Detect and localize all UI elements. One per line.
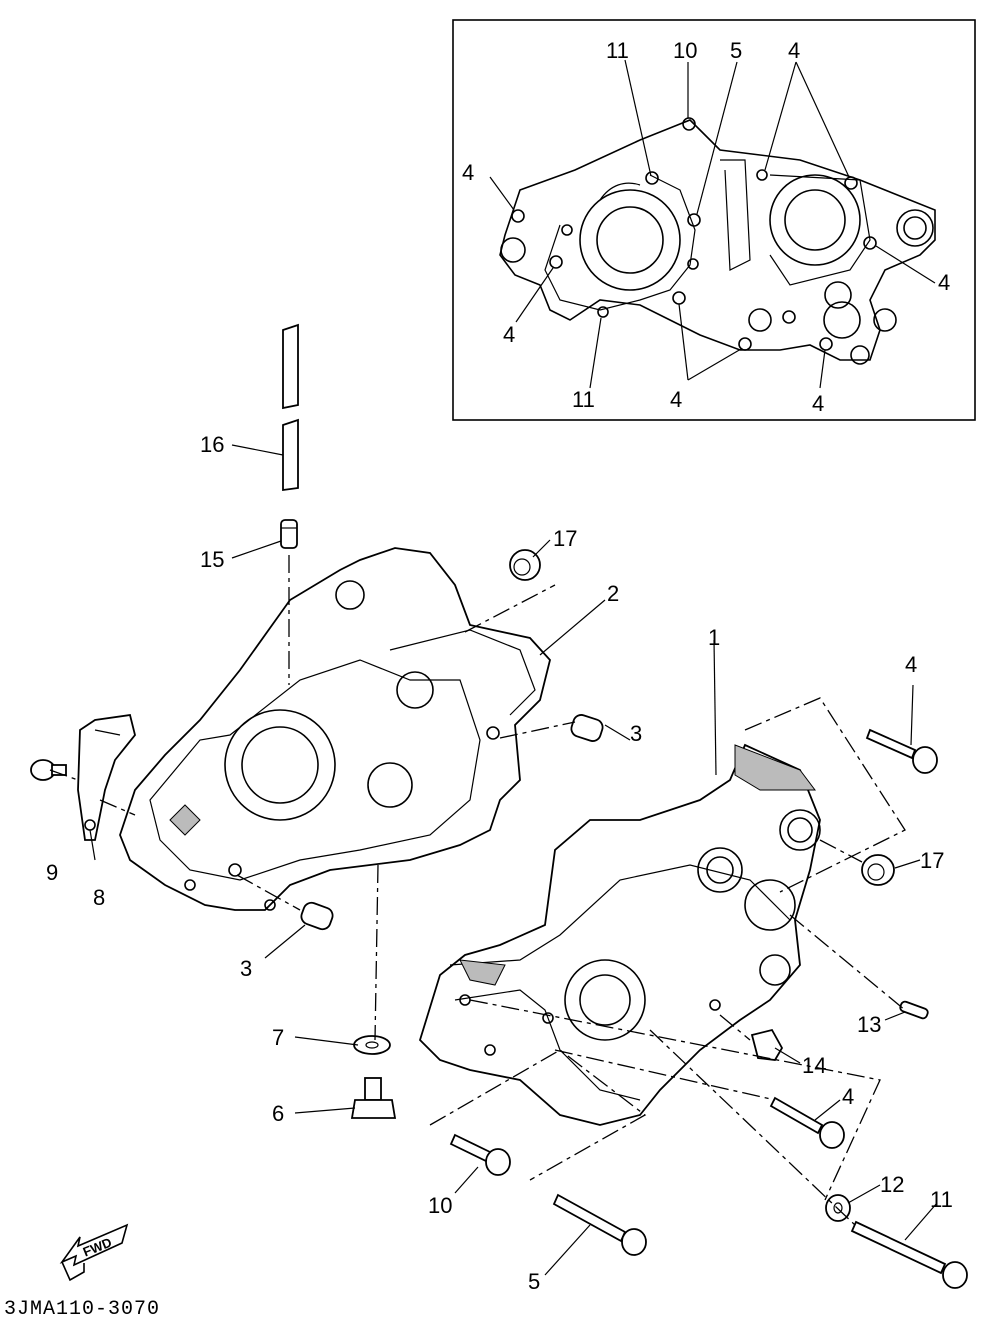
- inset-left-bearing-bore: [579, 189, 681, 291]
- label-6: 6: [272, 1101, 284, 1126]
- label-15: 15: [200, 547, 224, 572]
- label-3-left: 3: [240, 956, 252, 981]
- inset-right-bearing-bore: [769, 174, 861, 266]
- inset-detail: 11 10 5 4 4 4 4 11 4 4: [452, 19, 976, 421]
- inset-label-11-bottom: 11: [572, 387, 595, 412]
- inset-label-4-top: 4: [788, 38, 800, 63]
- diagram-code: 3JMA110-3070: [4, 1298, 160, 1321]
- label-8: 8: [93, 885, 105, 910]
- label-16: 16: [200, 432, 224, 457]
- label-11: 11: [930, 1187, 953, 1212]
- inset-label-4-left-bottom: 4: [503, 322, 515, 347]
- right-crankcase-half: [418, 743, 821, 1126]
- inset-label-4-bottom-mid: 4: [670, 387, 682, 412]
- inset-frame: [452, 19, 976, 421]
- inset-label-4-left-top: 4: [462, 160, 474, 185]
- label-17-right: 17: [920, 848, 944, 873]
- forward-arrow-icon: FWD: [59, 1223, 129, 1282]
- bolt-part-4-right-top: [865, 728, 938, 774]
- label-9: 9: [46, 860, 58, 885]
- pipe-part-16: [282, 323, 299, 492]
- nipple-part-15: [280, 519, 298, 549]
- label-5: 5: [528, 1269, 540, 1294]
- bolt-part-10: [449, 1133, 511, 1176]
- label-13: 13: [857, 1012, 881, 1037]
- inset-label-4-bottom-right: 4: [812, 391, 824, 416]
- oil-seal-part-17-top: [509, 549, 541, 581]
- stopper-part-14: [750, 1028, 784, 1061]
- label-leaders: [89, 444, 938, 1276]
- label-1: 1: [708, 625, 720, 650]
- label-17-top: 17: [553, 526, 577, 551]
- label-3-right: 3: [630, 721, 642, 746]
- inset-leaders: [489, 59, 936, 389]
- pin-part-13: [899, 1000, 929, 1020]
- label-4-right-top: 4: [905, 652, 917, 677]
- assembly-centerlines: [49, 555, 906, 1226]
- bolt-part-9: [30, 759, 67, 781]
- label-4-bottom: 4: [842, 1084, 854, 1109]
- inset-label-4-right: 4: [938, 270, 950, 295]
- fwd-label: FWD: [81, 1235, 114, 1260]
- inset-bolt-holes: [511, 117, 877, 351]
- dowel-pin-part-3-right: [570, 714, 604, 742]
- bolt-part-4-bottom: [769, 1096, 845, 1149]
- bracket-part-8: [77, 713, 136, 841]
- label-14: 14: [802, 1053, 826, 1078]
- inset-label-5-top: 5: [730, 38, 742, 63]
- washer-part-7: [353, 1035, 391, 1055]
- inset-label-10-top: 10: [673, 38, 697, 63]
- bolt-part-11: [850, 1220, 968, 1289]
- label-12: 12: [880, 1172, 904, 1197]
- label-7: 7: [272, 1025, 284, 1050]
- dowel-pin-part-3-left: [300, 901, 334, 931]
- label-10: 10: [428, 1193, 452, 1218]
- drain-plug-part-6: [350, 1077, 397, 1119]
- label-2: 2: [607, 581, 619, 606]
- oil-seal-part-17-right: [861, 854, 895, 886]
- bolt-part-5: [552, 1193, 647, 1256]
- inset-label-11-top: 11: [606, 38, 629, 63]
- left-crankcase-half: [119, 547, 551, 911]
